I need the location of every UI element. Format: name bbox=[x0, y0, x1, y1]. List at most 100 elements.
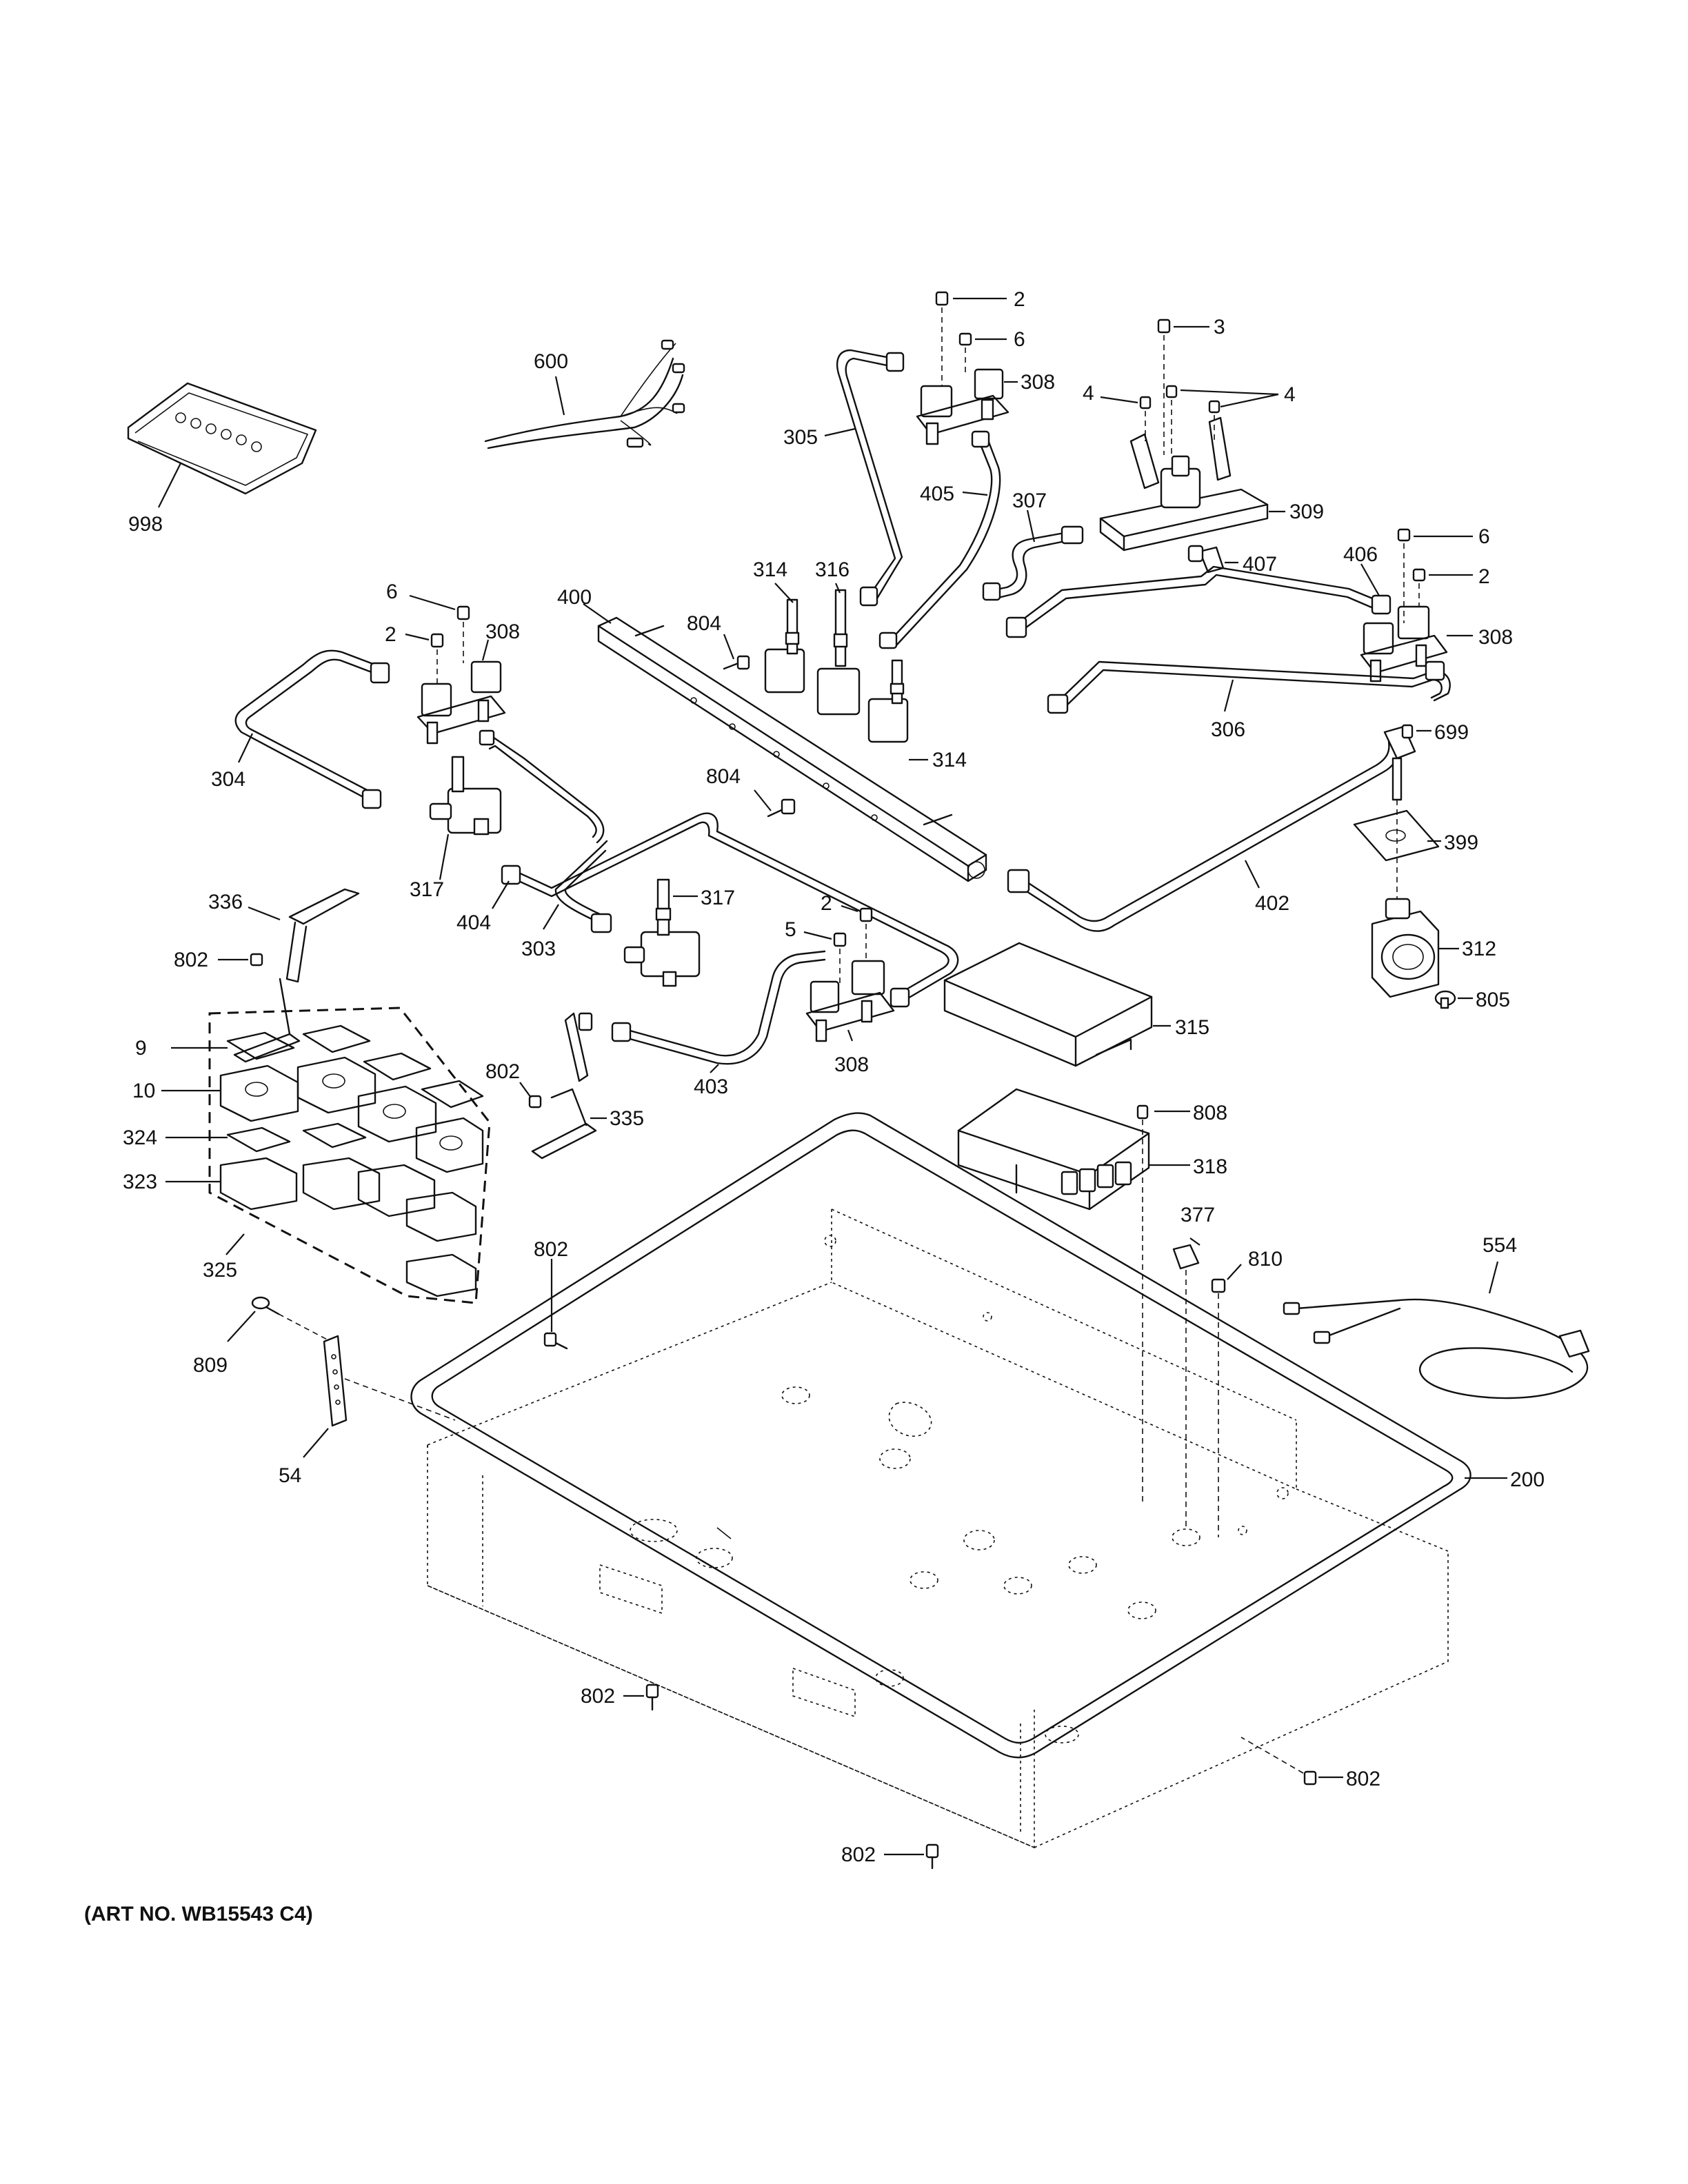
callout-404: 404 bbox=[456, 911, 491, 934]
callout-403: 403 bbox=[694, 1075, 728, 1098]
callout-317-lower: 317 bbox=[701, 887, 735, 909]
part-406-gas-tube bbox=[1005, 565, 1391, 638]
callout-314-lower: 314 bbox=[932, 749, 967, 771]
callout-2-top: 2 bbox=[1014, 288, 1025, 311]
kit-column-2 bbox=[297, 1024, 381, 1211]
part-407-elbow-fitting bbox=[1187, 545, 1225, 574]
callout-309: 309 bbox=[1289, 501, 1324, 523]
callout-699: 699 bbox=[1434, 721, 1469, 744]
callout-54: 54 bbox=[279, 1464, 301, 1487]
callout-308-lower: 308 bbox=[834, 1053, 869, 1076]
screw-808 bbox=[1136, 1104, 1149, 1503]
kit-column-4 bbox=[405, 1080, 484, 1297]
callout-3: 3 bbox=[1214, 316, 1225, 338]
callout-802-f: 802 bbox=[841, 1843, 876, 1866]
screw-6-top bbox=[958, 332, 972, 372]
part-304-gas-tube bbox=[234, 649, 390, 809]
part-600-wire-harness bbox=[484, 339, 685, 449]
callout-377: 377 bbox=[1180, 1204, 1215, 1226]
callout-10: 10 bbox=[132, 1080, 155, 1102]
screw-804-lower bbox=[767, 798, 796, 818]
part-312-pressure-regulator bbox=[1371, 898, 1440, 998]
part-336-spark-bracket bbox=[233, 888, 360, 1063]
screws-6-2-right bbox=[1397, 528, 1426, 623]
part-998-hardware-bag bbox=[127, 382, 317, 495]
callout-318: 318 bbox=[1193, 1155, 1227, 1178]
callout-304: 304 bbox=[211, 768, 245, 791]
callout-315: 315 bbox=[1175, 1016, 1209, 1039]
callout-802-b: 802 bbox=[485, 1060, 520, 1083]
callout-802-a: 802 bbox=[174, 949, 208, 971]
part-307-gas-tube bbox=[982, 525, 1084, 601]
callout-405: 405 bbox=[920, 483, 954, 505]
callout-998: 998 bbox=[128, 513, 163, 536]
part-403-gas-tube bbox=[611, 950, 826, 1065]
part-303-gas-tube bbox=[554, 840, 612, 933]
callout-2-right: 2 bbox=[1478, 565, 1490, 588]
part-400-gas-manifold bbox=[597, 616, 987, 882]
screw-699 bbox=[1401, 724, 1414, 739]
callout-312: 312 bbox=[1462, 938, 1496, 960]
part-308-valve-lower bbox=[805, 960, 895, 1042]
part-404-gas-tube bbox=[501, 812, 959, 1008]
part-405-gas-tube bbox=[878, 430, 1001, 649]
part-309-manifold-bracket bbox=[1099, 416, 1269, 552]
kit-column-3 bbox=[357, 1052, 437, 1217]
part-554-power-cord bbox=[1283, 1298, 1590, 1399]
kit-column-1 bbox=[219, 1031, 299, 1211]
screw-802-f bbox=[925, 1843, 939, 1870]
art-number-caption: (ART NO. WB15543 C4) bbox=[84, 1903, 313, 1925]
callout-306: 306 bbox=[1211, 718, 1245, 741]
callout-308-right: 308 bbox=[1478, 626, 1513, 649]
callout-5: 5 bbox=[785, 918, 796, 941]
part-317-valve-lower bbox=[623, 878, 701, 987]
part-317-valve-upper bbox=[429, 729, 605, 844]
callout-9: 9 bbox=[135, 1037, 147, 1060]
part-200-cooktop-pan bbox=[410, 1112, 1471, 1849]
callout-307: 307 bbox=[1012, 489, 1047, 512]
callout-809: 809 bbox=[193, 1354, 228, 1377]
callout-305: 305 bbox=[783, 426, 818, 449]
callout-303: 303 bbox=[521, 938, 556, 960]
callout-336: 336 bbox=[208, 891, 243, 913]
part-377-grommet bbox=[1172, 1244, 1200, 1530]
part-306-gas-tube bbox=[1047, 660, 1451, 714]
callout-4-left: 4 bbox=[1083, 382, 1094, 405]
callout-308-left: 308 bbox=[485, 620, 520, 643]
part-314-valve-upper bbox=[764, 598, 805, 694]
callout-6-right: 6 bbox=[1478, 525, 1490, 548]
part-325-valve-kit bbox=[208, 1007, 491, 1304]
callout-804-lower: 804 bbox=[706, 765, 741, 788]
callout-810: 810 bbox=[1248, 1248, 1283, 1271]
part-318-spark-module bbox=[957, 1088, 1150, 1211]
callout-402: 402 bbox=[1255, 892, 1289, 915]
screw-802-d bbox=[645, 1684, 659, 1711]
callout-600: 600 bbox=[534, 350, 568, 373]
callout-406: 406 bbox=[1343, 543, 1378, 566]
part-316-valve bbox=[816, 589, 861, 716]
screw-804-upper bbox=[723, 655, 750, 670]
part-314-valve-lower bbox=[867, 659, 909, 743]
callout-808: 808 bbox=[1193, 1102, 1227, 1124]
callout-805: 805 bbox=[1476, 989, 1510, 1011]
callout-325: 325 bbox=[203, 1259, 237, 1282]
part-308-valve-left bbox=[416, 660, 506, 745]
callout-308-top: 308 bbox=[1021, 371, 1055, 394]
callout-323: 323 bbox=[123, 1171, 157, 1193]
part-315-cover bbox=[943, 942, 1153, 1067]
part-402-gas-tube bbox=[1007, 725, 1416, 932]
callout-6-left: 6 bbox=[386, 580, 398, 603]
callout-554: 554 bbox=[1483, 1234, 1517, 1257]
screw-802-c bbox=[543, 1332, 568, 1350]
callout-335: 335 bbox=[610, 1107, 644, 1130]
part-54-bracket bbox=[323, 1335, 456, 1427]
part-305-gas-tube bbox=[836, 349, 905, 607]
callout-802-c: 802 bbox=[534, 1238, 568, 1261]
screws-6-2-left bbox=[430, 605, 470, 685]
part-308-valve-right bbox=[1360, 605, 1448, 682]
callout-200: 200 bbox=[1510, 1468, 1545, 1491]
callout-2-lower: 2 bbox=[821, 892, 832, 915]
callout-400: 400 bbox=[557, 586, 592, 609]
callout-399: 399 bbox=[1444, 831, 1478, 854]
